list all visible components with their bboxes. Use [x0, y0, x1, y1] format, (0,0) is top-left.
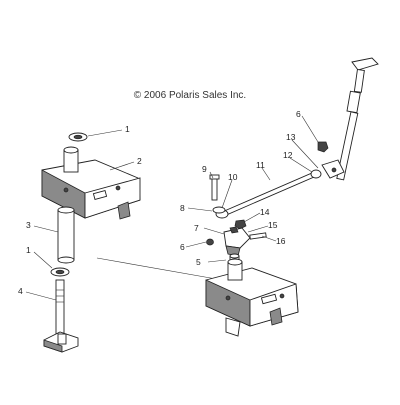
washer-part-8 [212, 206, 226, 214]
upper-steering-column [321, 57, 379, 181]
callout-1-lower: 1 [26, 245, 31, 255]
callout-4: 4 [18, 286, 23, 296]
assembly-reference-line [96, 257, 223, 281]
pitman-arm-assembly [206, 226, 267, 257]
callout-leaders [25, 115, 319, 301]
callout-3: 3 [26, 220, 31, 230]
callout-14: 14 [260, 207, 270, 217]
callout-10: 10 [228, 172, 238, 182]
callout-16: 16 [276, 236, 286, 246]
nut-part-6-upper [317, 141, 329, 153]
callout-13: 13 [286, 132, 296, 142]
nut-part-14 [234, 219, 247, 230]
callout-6-upper: 6 [296, 109, 301, 119]
callout-2: 2 [137, 156, 142, 166]
callout-5: 5 [196, 257, 201, 267]
callout-11: 11 [256, 160, 265, 170]
callout-15: 15 [268, 220, 278, 230]
tie-rod-part-11 [215, 169, 322, 219]
washer-part-1-upper [68, 132, 88, 142]
callout-7: 7 [194, 223, 199, 233]
callout-labels: 1 2 3 1 4 5 6 6 7 8 9 10 11 12 13 14 15 … [18, 109, 301, 296]
copyright-notice: © 2006 Polaris Sales Inc. [133, 90, 247, 101]
callout-8: 8 [180, 203, 185, 213]
steering-post-part-4 [43, 279, 79, 353]
callout-12: 12 [283, 150, 293, 160]
bolt-part-9 [209, 174, 220, 201]
washer-part-1-lower [50, 267, 70, 277]
steering-tube-part-3 [57, 206, 75, 264]
steering-post-housing-part-2 [41, 146, 141, 220]
callout-6-lower: 6 [180, 242, 185, 252]
callout-1-upper: 1 [125, 124, 130, 134]
steering-post-housing-right [205, 258, 299, 337]
callout-9: 9 [202, 164, 207, 174]
